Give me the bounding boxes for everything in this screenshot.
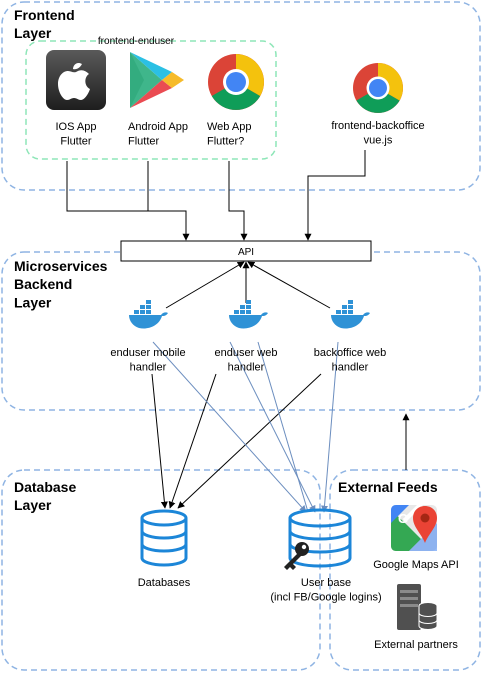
databases-label: Databases	[138, 577, 191, 589]
userbase-node[interactable]: User base(incl FB/Google logins)	[270, 508, 382, 603]
external-feeds-layer: External Feeds	[329, 469, 481, 671]
google-maps-icon: G	[391, 505, 437, 551]
external-feeds-title: External Feeds	[338, 479, 438, 495]
external-partners-label: External partners	[374, 639, 458, 651]
frontend-enduser-title: frontend-enduser	[98, 36, 175, 47]
chrome-icon	[208, 54, 264, 110]
google-play-icon	[130, 52, 184, 108]
google-maps-node[interactable]: G Google Maps API	[373, 505, 459, 571]
svg-text:G: G	[398, 511, 408, 526]
chrome-icon	[353, 63, 403, 113]
api-label: API	[238, 247, 254, 258]
docker-icon	[229, 300, 268, 329]
databases-node[interactable]: Databases	[138, 509, 191, 589]
docker-icon	[129, 300, 168, 329]
userbase-label: User base(incl FB/Google logins)	[270, 577, 381, 603]
database-key-icon	[284, 508, 352, 570]
api-gateway[interactable]: API	[120, 240, 372, 262]
apple-icon	[46, 50, 106, 110]
frontend-to-api-connectors	[66, 150, 366, 241]
service-to-api-connectors	[165, 261, 331, 309]
service-to-database-connectors	[151, 373, 322, 509]
google-maps-label: Google Maps API	[373, 559, 459, 571]
frontend-enduser-group: frontend-enduser	[25, 36, 277, 160]
docker-icon	[331, 300, 370, 329]
server-icon	[397, 584, 438, 630]
service-to-userbase-connectors	[152, 341, 339, 513]
external-partners-node[interactable]: External partners	[374, 584, 458, 651]
database-icon	[140, 509, 188, 567]
